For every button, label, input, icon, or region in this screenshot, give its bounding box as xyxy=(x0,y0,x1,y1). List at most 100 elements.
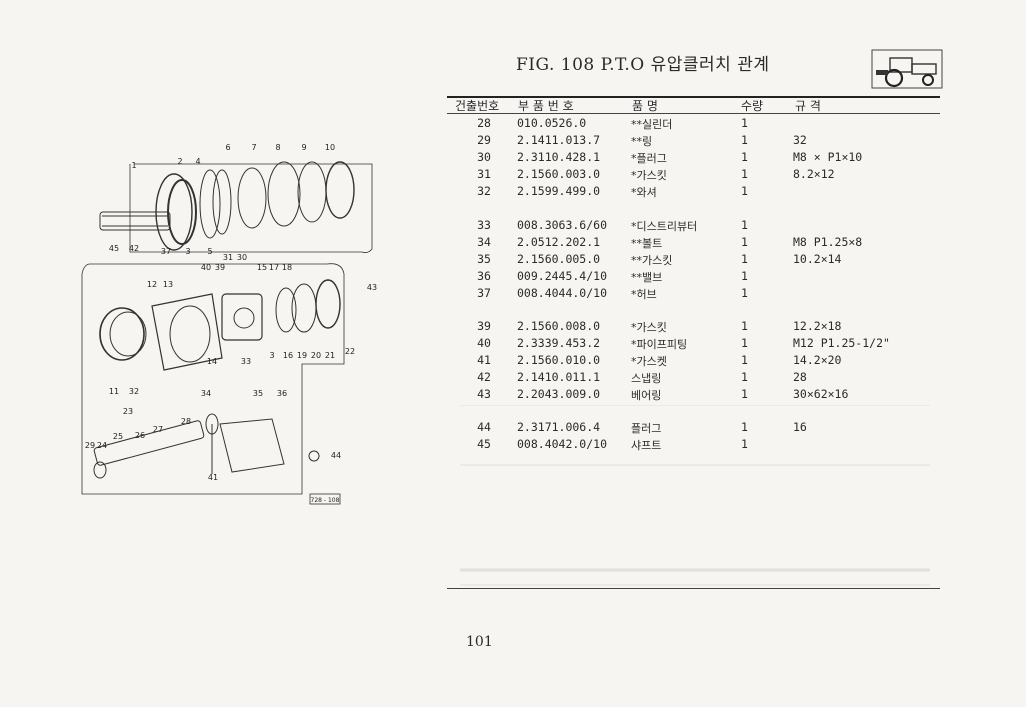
callout: 5 xyxy=(207,247,212,256)
callout: 10 xyxy=(325,143,335,152)
cell-name: *가스킷 xyxy=(631,169,667,182)
callout: 16 xyxy=(283,351,293,360)
callout: 2 xyxy=(177,157,182,166)
callout: 26 xyxy=(135,431,145,440)
cell-spec: 10.2×14 xyxy=(793,252,842,266)
cell-no: 41 xyxy=(477,353,491,367)
cell-qty: 1 xyxy=(741,133,748,147)
cell-qty: 1 xyxy=(741,116,748,130)
cell-no: 28 xyxy=(477,116,491,130)
callout: 43 xyxy=(367,283,377,292)
cell-spec: M8 × P1×10 xyxy=(793,150,863,164)
callout: 17 xyxy=(269,263,279,272)
cell-part: 2.1560.008.0 xyxy=(517,319,601,333)
cell-part: 008.4044.0/10 xyxy=(517,286,608,300)
callout: 3 xyxy=(185,247,190,256)
callout: 29 xyxy=(85,441,95,450)
callout: 28 xyxy=(181,417,191,426)
callout: 8 xyxy=(275,143,280,152)
cell-name: *플러그 xyxy=(631,152,667,165)
callout: 6 xyxy=(225,143,230,152)
tractor-icon xyxy=(871,49,943,89)
callout: 32 xyxy=(129,387,139,396)
cell-no: 37 xyxy=(477,286,491,300)
table-row: 41 2.1560.010.0 *가스켓 1 14.2×20 xyxy=(447,353,940,370)
table-bottom-rule xyxy=(447,588,940,589)
callout: 41 xyxy=(208,473,218,482)
cell-qty: 1 xyxy=(741,437,748,451)
cell-part: 2.1560.010.0 xyxy=(517,353,601,367)
col-header-spec: 규 격 xyxy=(795,99,821,113)
callout: 44 xyxy=(331,451,341,460)
callout: 15 xyxy=(257,263,267,272)
cell-no: 40 xyxy=(477,336,491,350)
cell-spec: 16 xyxy=(793,420,807,434)
cell-name: *가스켓 xyxy=(631,355,667,368)
callout: 7 xyxy=(251,143,256,152)
cell-no: 34 xyxy=(477,235,491,249)
figure-title: FIG. 108 P.T.O 유압클러치 관계 xyxy=(516,55,770,75)
cell-spec: 28 xyxy=(793,370,807,384)
cell-qty: 1 xyxy=(741,387,748,401)
table-header-rule xyxy=(447,113,940,114)
cell-name: *와셔 xyxy=(631,186,657,199)
cell-spec: 12.2×18 xyxy=(793,319,842,333)
callout: 12 xyxy=(147,280,157,289)
cell-qty: 1 xyxy=(741,353,748,367)
cell-no: 36 xyxy=(477,269,491,283)
callout: 31 xyxy=(223,253,233,262)
cell-name: **링 xyxy=(631,135,653,148)
cell-part: 2.3110.428.1 xyxy=(517,150,601,164)
cell-part: 2.1560.003.0 xyxy=(517,167,601,181)
col-header-name: 품 명 xyxy=(632,99,658,113)
cell-no: 29 xyxy=(477,133,491,147)
callout: 39 xyxy=(215,263,225,272)
cell-qty: 1 xyxy=(741,167,748,181)
cell-part: 2.1410.011.1 xyxy=(517,370,601,384)
bleed-through-lines xyxy=(460,405,930,586)
cell-qty: 1 xyxy=(741,370,748,384)
callout: 1 xyxy=(131,161,136,170)
callout: 21 xyxy=(325,351,335,360)
cell-name: *허브 xyxy=(631,288,657,301)
cell-no: 30 xyxy=(477,150,491,164)
callout: 9 xyxy=(301,143,306,152)
cell-name: **볼트 xyxy=(631,237,663,250)
callout: 35 xyxy=(253,389,263,398)
cell-spec: 14.2×20 xyxy=(793,353,842,367)
cell-part: 2.0512.202.1 xyxy=(517,235,601,249)
cell-name: 플러그 xyxy=(631,422,662,435)
cell-part: 2.3171.006.4 xyxy=(517,420,601,434)
cell-part: 2.1560.005.0 xyxy=(517,252,601,266)
cell-part: 008.3063.6/60 xyxy=(517,218,608,232)
cell-no: 33 xyxy=(477,218,491,232)
col-header-qty: 수량 xyxy=(741,99,764,113)
callout: 25 xyxy=(113,432,123,441)
cell-qty: 1 xyxy=(741,252,748,266)
callout: 14 xyxy=(207,357,217,366)
cell-no: 44 xyxy=(477,420,491,434)
cell-spec: 32 xyxy=(793,133,807,147)
cell-name: *디스트리뷰터 xyxy=(631,220,698,233)
callout: 4 xyxy=(195,157,200,166)
callout: 37 xyxy=(161,247,171,256)
cell-no: 45 xyxy=(477,437,491,451)
callout: 40 xyxy=(201,263,211,272)
callout: 23 xyxy=(123,407,133,416)
col-header-part-no: 부 품 번 호 xyxy=(518,99,574,113)
cell-name: 샤프트 xyxy=(631,439,662,452)
callout: 20 xyxy=(311,351,321,360)
callout: 30 xyxy=(237,253,247,262)
callout: 19 xyxy=(297,351,307,360)
cell-name: *가스킷 xyxy=(631,321,667,334)
cell-name: 베어링 xyxy=(631,389,662,402)
cell-no: 32 xyxy=(477,184,491,198)
